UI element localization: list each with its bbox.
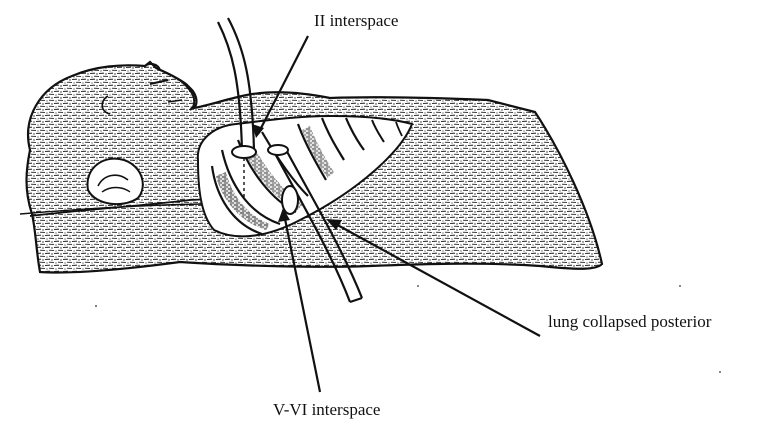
label-lung-collapsed-posterior: lung collapsed posterior [548, 313, 711, 330]
label-v-vi-interspace: V-VI interspace [273, 401, 380, 418]
label-ii-interspace: II interspace [314, 12, 398, 29]
hand [87, 159, 142, 205]
